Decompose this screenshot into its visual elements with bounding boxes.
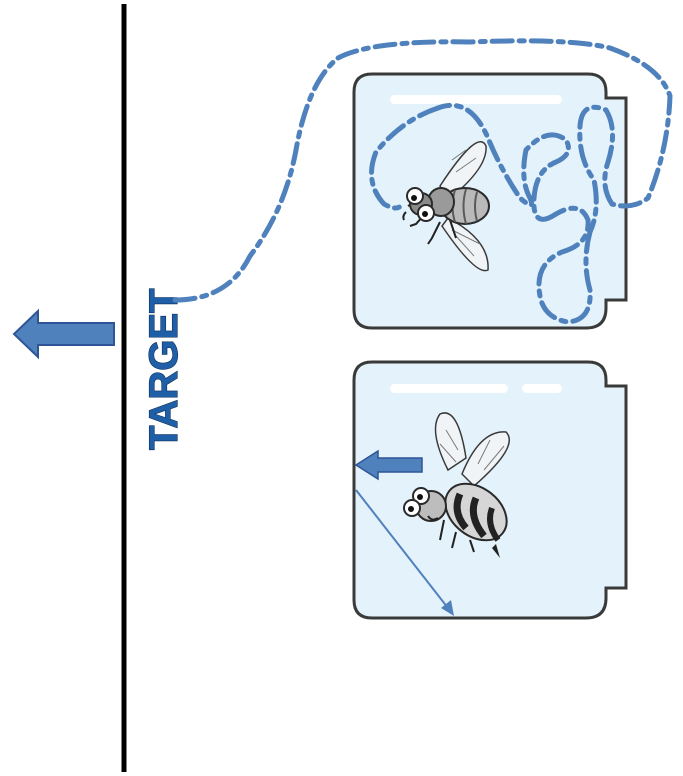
target-label: TARGET — [141, 288, 186, 451]
bee-trajectory-arrow — [355, 489, 454, 616]
bee-arrow-icon — [354, 449, 423, 481]
bee-icon — [403, 412, 511, 558]
exit-arrow-icon — [12, 308, 115, 360]
fly-dashed-path — [172, 38, 673, 325]
bottom-jar — [352, 360, 628, 620]
svg-text:TARGET: TARGET — [142, 289, 186, 450]
housefly-icon — [402, 141, 490, 272]
